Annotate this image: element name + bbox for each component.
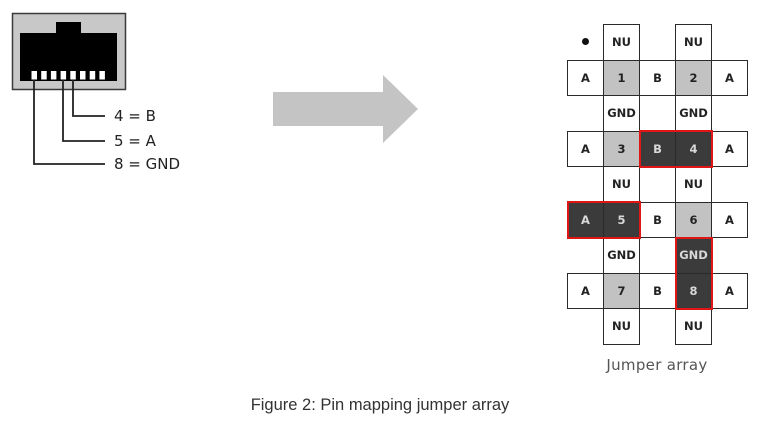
connector-pin-1 [31,71,37,80]
grid-cell-nu-r4c1: NU [603,166,640,203]
connector-pin-3 [50,71,57,80]
pin-label-8: 8 = GND [114,155,181,173]
grid-cell-8-r7c3: 8 [675,272,712,309]
grid-cell-a-r3c0: A [567,130,604,167]
connector-pin-6 [80,71,86,80]
grid-cell-gnd-r2c3: GND [675,95,712,132]
grid-cell-a-r3c4: A [711,130,748,167]
grid-cell-a-r7c0: A [567,272,604,309]
arrow-shape [273,75,418,143]
grid-cell-6-r5c3: 6 [675,201,712,238]
connector-pin-7 [89,71,96,80]
connector-pins [31,71,105,80]
grid-cell-5-r5c1: 5 [603,201,640,238]
connector-pin-4 [60,71,67,80]
lead-pin8 [33,80,105,165]
pin-leads [33,80,105,165]
grid-cell-a-r1c4: A [711,59,748,96]
pin-label-5: 5 = A [114,132,156,150]
grid-cell-gnd-r2c1: GND [603,95,640,132]
connector-pin-2 [41,71,47,80]
connector-pin-8 [99,71,105,80]
grid-cell-a-r1c0: A [567,59,604,96]
lead-pin4 [72,80,105,117]
grid-cell-nu-r4c3: NU [675,166,712,203]
grid-cell-b-r5c2: B [639,201,676,238]
grid-cell-a-r5c4: A [711,201,748,238]
grid-cell-nu-r8c3: NU [675,308,712,345]
figure-caption: Figure 2: Pin mapping jumper array [250,396,510,414]
grid-cell-7-r7c1: 7 [603,272,640,309]
grid-cell-3-r3c1: 3 [603,130,640,167]
grid-cell-b-r1c2: B [639,59,676,96]
grid-cell-b-r7c2: B [639,272,676,309]
grid-cell-nu-r0c3: NU [675,24,712,61]
grid-cell-gnd-r6c3: GND [675,237,712,274]
grid-cell-gnd-r6c1: GND [603,237,640,274]
jumper-array-caption: Jumper array [606,356,708,374]
connector-socket [20,22,117,81]
lead-pin5 [62,80,105,142]
grid-cell-b-r3c2: B [639,130,676,167]
pin-label-4: 4 = B [114,107,156,125]
connector-pin-5 [70,71,76,80]
grid-cell-nu-r8c1: NU [603,308,640,345]
pin1-marker-dot [581,38,589,46]
rj45-connector [11,12,127,165]
grid-cell-nu-r0c1: NU [603,24,640,61]
grid-cell-1-r1c1: 1 [603,59,640,96]
grid-cell-4-r3c3: 4 [675,130,712,167]
grid-cell-2-r1c3: 2 [675,59,712,96]
grid-cell-a-r7c4: A [711,272,748,309]
grid-cell-a-r5c0: A [567,201,604,238]
